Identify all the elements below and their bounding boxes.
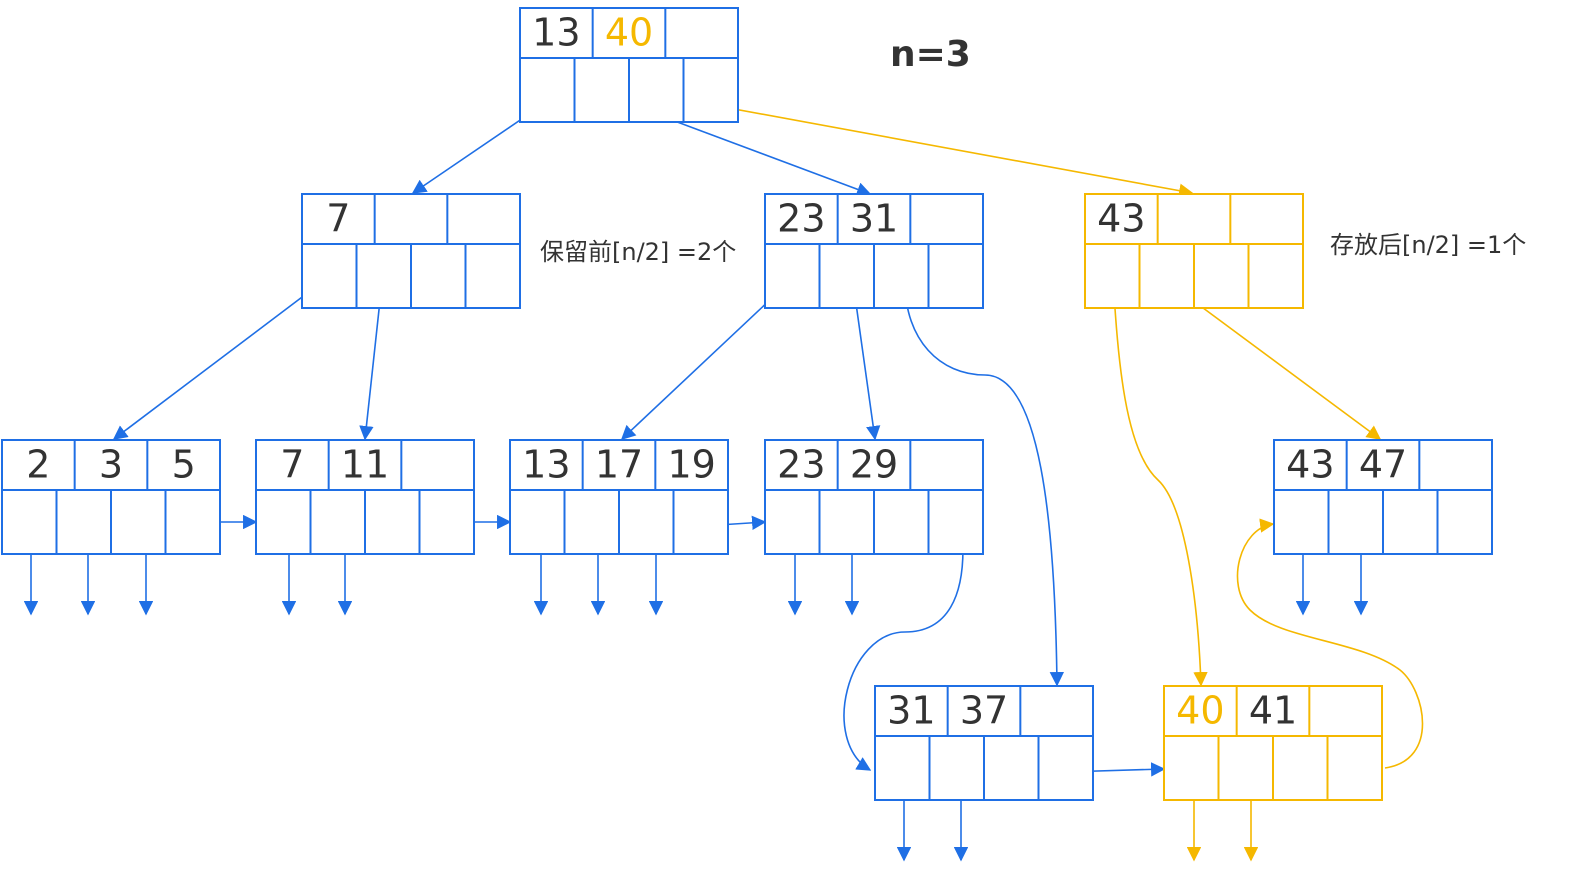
- node-key: 11: [341, 443, 389, 487]
- node-key: 43: [1097, 197, 1145, 241]
- node-root: 13 40: [519, 7, 739, 123]
- node-key: 2: [26, 443, 50, 487]
- node-leaf-13-17-19: 13 17 19: [509, 439, 729, 555]
- note-keep-first: 保留前[n/2] =2个: [540, 238, 736, 266]
- node-key: 47: [1359, 443, 1407, 487]
- pointer-arrow: [620, 281, 790, 440]
- node-key: 23: [777, 197, 825, 241]
- pointer-arrow: [843, 527, 964, 771]
- node-inner-23-31: 23 31: [764, 193, 984, 309]
- node-key: 17: [595, 443, 643, 487]
- node-key: 40: [605, 11, 653, 55]
- node-inner-43: 43: [1084, 193, 1304, 309]
- node-key: 7: [280, 443, 304, 487]
- pointer-arrow: [904, 281, 1065, 687]
- node-key: 31: [850, 197, 898, 241]
- node-key: 41: [1249, 689, 1297, 733]
- node-leaf-40-41: 40 41: [1163, 685, 1383, 801]
- node-inner-7: 7: [301, 193, 521, 309]
- node-key: 7: [326, 197, 350, 241]
- node-key: 31: [887, 689, 935, 733]
- pointer-arrow: [1112, 277, 1208, 687]
- diagram-title: n=3: [890, 34, 971, 75]
- node-key: 19: [667, 443, 715, 487]
- node-leaf-23-29: 23 29: [764, 439, 984, 555]
- node-leaf-43-47: 43 47: [1273, 439, 1493, 555]
- note-store-last: 存放后[n/2] =1个: [1330, 231, 1526, 259]
- node-key: 29: [850, 443, 898, 487]
- node-key: 40: [1176, 689, 1224, 733]
- node-key: 43: [1286, 443, 1334, 487]
- node-leaf-7-11: 7 11: [255, 439, 475, 555]
- node-leaf-31-37: 31 37: [874, 685, 1094, 801]
- pointer-arrow: [112, 281, 323, 440]
- node-key: 23: [777, 443, 825, 487]
- pointer-arrow: [657, 94, 1194, 198]
- node-key: 5: [172, 443, 196, 487]
- node-key: 37: [960, 689, 1008, 733]
- node-key: 3: [99, 443, 123, 487]
- node-leaf-2-3-5: 2 3 5: [1, 439, 221, 555]
- pointer-arrow: [1236, 518, 1424, 769]
- node-key: 13: [532, 11, 580, 55]
- node-key: 13: [522, 443, 570, 487]
